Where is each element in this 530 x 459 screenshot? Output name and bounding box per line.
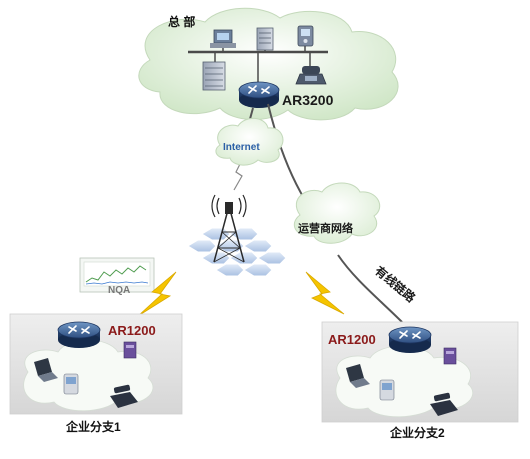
branch1-laptop-icon — [34, 358, 58, 382]
branch2-router-label: AR1200 — [328, 332, 376, 347]
branch2-laptop-icon — [346, 364, 370, 388]
branch1-pc-icon — [123, 341, 137, 359]
hq-cloud — [138, 7, 399, 121]
branch1-caption: 企业分支1 — [65, 419, 121, 434]
internet-to-tower-link — [233, 159, 243, 191]
hq-router-icon — [238, 81, 280, 108]
internet-cloud — [215, 117, 284, 166]
hq-router-label: AR3200 — [282, 92, 334, 108]
internet-label: Internet — [223, 142, 260, 153]
hq-phone-terminal-icon — [297, 25, 314, 47]
carrier-to-branch2-link — [337, 254, 403, 323]
branch2-terminal-icon — [379, 379, 395, 401]
branch1-router-label: AR1200 — [108, 323, 156, 338]
hq-to-carrier-link — [267, 103, 306, 201]
branch1-terminal-icon — [63, 373, 79, 395]
carrier-label: 运营商网络 — [298, 221, 353, 235]
hq-server-icon — [256, 27, 274, 51]
branch1-router-icon — [57, 321, 101, 348]
nqa-label: NQA — [108, 285, 130, 296]
branch1-phone-icon — [110, 384, 138, 408]
hq-ip-phone-icon — [295, 66, 327, 85]
cellular-hex-grid — [187, 227, 287, 277]
nqa-monitor-graphic — [79, 257, 155, 293]
hq-pc-icon — [210, 29, 236, 48]
hq-server-rack-icon — [202, 61, 226, 91]
cell-tower-icon — [211, 194, 247, 263]
wireless-link-lightning-right — [305, 271, 345, 315]
branch2-caption: 企业分支2 — [389, 425, 445, 440]
branch2-phone-icon — [430, 392, 458, 416]
hq-label: 总 部 — [168, 14, 195, 29]
branch2-router-icon — [388, 326, 432, 353]
branch2-pc-icon — [443, 347, 457, 365]
carrier-cloud — [293, 182, 381, 244]
